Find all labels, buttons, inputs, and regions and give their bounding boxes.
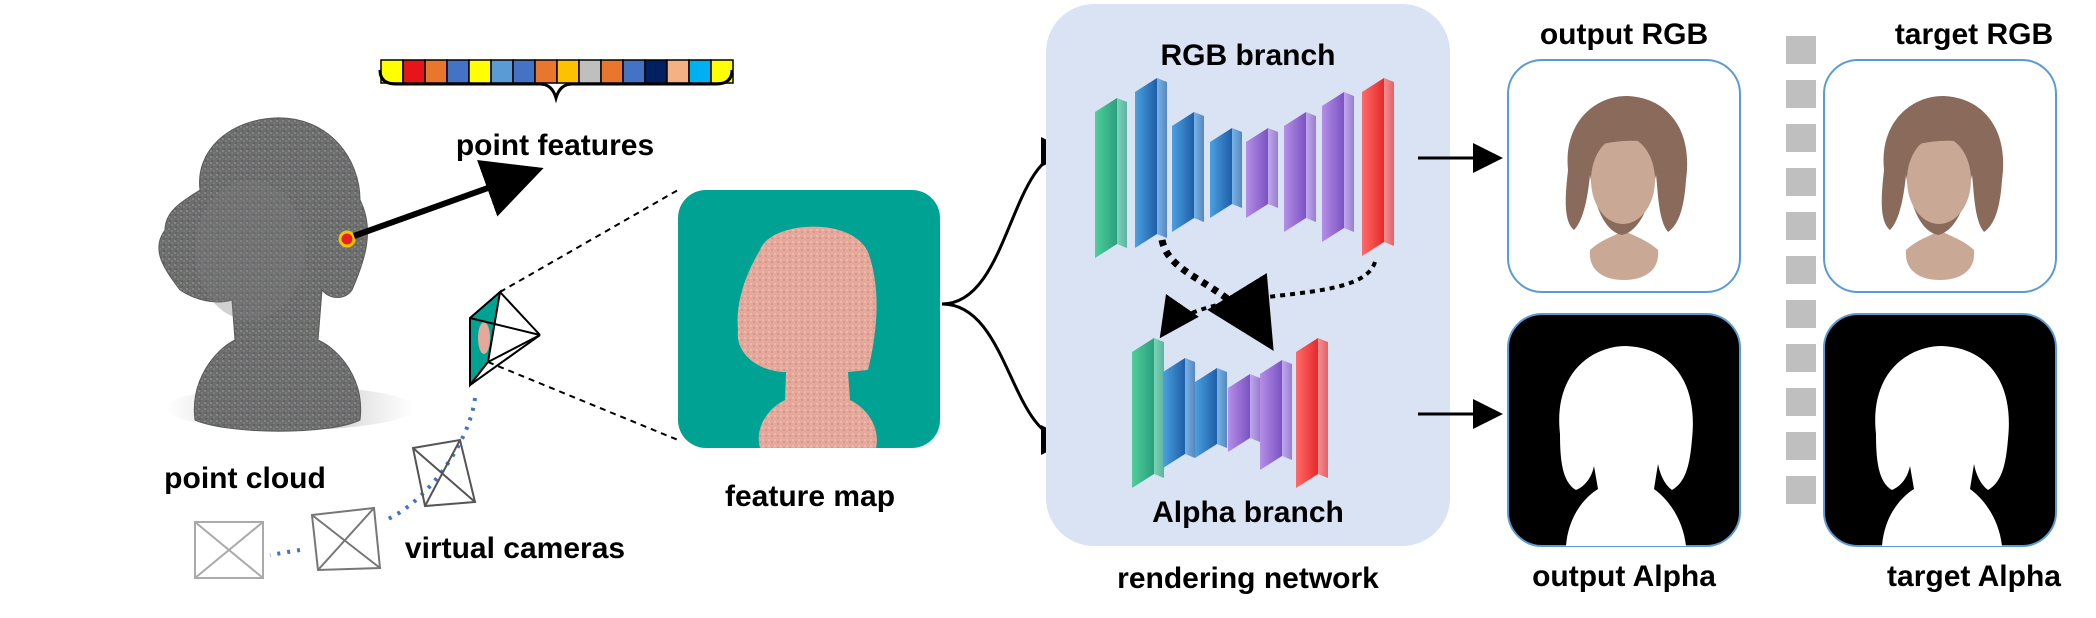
feature-cell bbox=[424, 59, 448, 84]
frustum-line-bottom bbox=[487, 361, 679, 441]
feature-cell bbox=[556, 59, 580, 84]
network-layer bbox=[1095, 98, 1127, 258]
skip-connection-rgb-to-alpha-1 bbox=[1158, 239, 1274, 351]
alpha-silhouette bbox=[1875, 346, 2009, 546]
network-layer bbox=[1172, 112, 1204, 232]
feature-map-label: feature map bbox=[725, 480, 895, 513]
feature-cell bbox=[446, 59, 470, 84]
network-layer bbox=[1296, 338, 1328, 488]
network-layer bbox=[1284, 112, 1316, 232]
separator-dash bbox=[1786, 344, 1816, 372]
network-layer bbox=[1322, 92, 1354, 242]
separator-dash bbox=[1786, 124, 1816, 152]
bangs bbox=[1580, 127, 1673, 152]
point-cloud-head bbox=[158, 117, 415, 432]
feature-map-head bbox=[737, 226, 877, 448]
feature-cell bbox=[600, 59, 624, 84]
separator-dash bbox=[1786, 256, 1816, 284]
separator-dash bbox=[1786, 432, 1816, 460]
point-to-feature-arrow bbox=[352, 159, 544, 239]
point-feature-vector bbox=[380, 59, 734, 84]
alpha-silhouette bbox=[1559, 346, 1693, 546]
network-layer bbox=[1163, 358, 1195, 468]
feature-cell bbox=[490, 59, 514, 84]
network-layer bbox=[1132, 338, 1164, 488]
network-layer bbox=[1246, 128, 1278, 218]
virtual-camera-4 bbox=[194, 521, 264, 579]
point-features-label: point features bbox=[456, 129, 654, 162]
feature-cell bbox=[402, 59, 426, 84]
separator-dash bbox=[1786, 388, 1816, 416]
network-layer bbox=[1362, 78, 1394, 256]
frustum-line-top bbox=[499, 189, 679, 293]
output-alpha-label: output Alpha bbox=[1532, 560, 1716, 593]
network-layer bbox=[1260, 360, 1292, 470]
separator-dash bbox=[1786, 36, 1816, 64]
feature-cell bbox=[512, 59, 536, 84]
output-rgb-label: output RGB bbox=[1540, 18, 1708, 51]
feature-cell bbox=[534, 59, 558, 84]
alpha-branch-network bbox=[1132, 338, 1328, 488]
face bbox=[1907, 136, 1971, 224]
feature-cell bbox=[468, 59, 492, 84]
virtual-camera-3 bbox=[310, 506, 382, 572]
virtual-camera-main bbox=[469, 289, 541, 388]
face bbox=[1591, 136, 1655, 224]
network-layer bbox=[1228, 374, 1260, 452]
separator-dash bbox=[1786, 168, 1816, 196]
virtual-cameras-label: virtual cameras bbox=[405, 532, 625, 565]
feature-cell bbox=[622, 59, 646, 84]
separator-dash bbox=[1786, 80, 1816, 108]
rgb-branch-network bbox=[1095, 78, 1394, 258]
separator-dash bbox=[1786, 212, 1816, 240]
feature-cell bbox=[578, 59, 602, 84]
virtual-camera-2 bbox=[411, 438, 477, 508]
network-layer bbox=[1210, 128, 1242, 218]
alpha-branch-label: Alpha branch bbox=[1152, 496, 1344, 529]
network-layer bbox=[1195, 368, 1227, 458]
rendering-network-label: rendering network bbox=[1117, 562, 1379, 595]
point-cloud-label: point cloud bbox=[164, 462, 326, 495]
target-alpha-image bbox=[1823, 313, 2057, 547]
output-rgb-image bbox=[1507, 59, 1741, 293]
bangs bbox=[1896, 127, 1989, 152]
neck bbox=[1589, 230, 1659, 280]
rgb-branch-label: RGB branch bbox=[1160, 39, 1335, 72]
target-alpha-label: target Alpha bbox=[1887, 560, 2061, 593]
feature-cell bbox=[688, 59, 712, 84]
feature-brace bbox=[378, 69, 734, 104]
network-layer bbox=[1135, 78, 1167, 248]
separator-dash bbox=[1786, 476, 1816, 504]
feature-cell bbox=[644, 59, 668, 84]
output-alpha-image bbox=[1507, 313, 1741, 547]
feature-cell bbox=[666, 59, 690, 84]
separator-dash bbox=[1786, 300, 1816, 328]
target-rgb-image bbox=[1823, 59, 2057, 293]
target-rgb-label: target RGB bbox=[1895, 18, 2053, 51]
output-target-separator bbox=[1786, 36, 1816, 504]
neck bbox=[1905, 230, 1975, 280]
selected-point bbox=[338, 230, 356, 248]
